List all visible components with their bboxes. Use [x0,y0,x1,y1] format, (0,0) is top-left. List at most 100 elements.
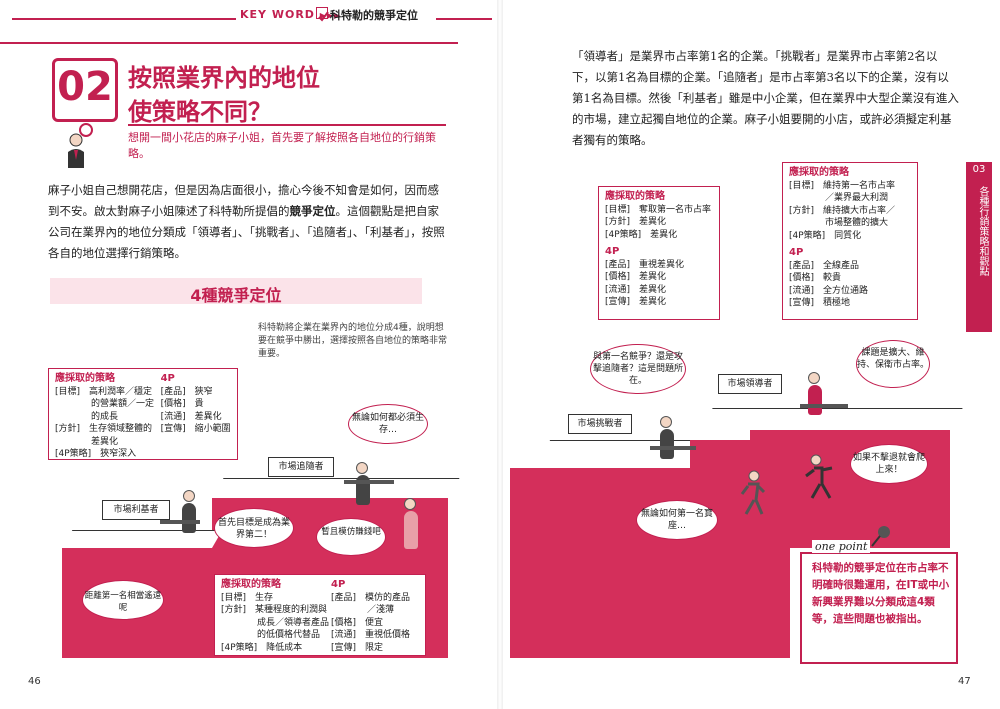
page-title-line1: 按照業界內的地位 [128,64,320,92]
challenger-4p-0: [產品] 重視差異化 [605,259,685,270]
section-number-box [52,58,118,122]
nicher-bubble-1: 首先目標是成為業界第二！ [214,508,294,548]
page-number-left: 46 [28,676,41,687]
stair-follower-top [212,478,460,498]
leader-person-icon [808,372,822,415]
title-top-rule [0,42,458,44]
chapter-tab-number: 03 [972,164,986,175]
stair-leader-top [700,408,963,430]
follower-4p-2: [價格] 便宜 [331,617,384,628]
leader-row-4: [4P策略] 同質化 [789,230,862,241]
leader-bubble-1: 課題是擴大、維持、保衛市占率。 [856,340,930,388]
stair-nicher-top [62,530,223,548]
nicher-sign: 市場利基者 [102,500,170,520]
follower-4p-4: [宣傳] 限定 [331,642,384,653]
one-point-text: 科特勒的競爭定位在市占率不明確時很難運用，在IT或中小新興業界難以分類成這4類等… [812,562,950,625]
section-banner [50,278,422,304]
keyword-arrows: ▶▶▶ [319,11,342,20]
runner-icon [740,470,766,520]
nicher-row-3: [方針] 生存領域整體的 [55,424,153,434]
follower-row-3: 的低價格代替品 [221,630,321,640]
pushpin-icon [868,522,896,554]
challenger-4p-3: [宣傳] 差異化 [605,297,667,307]
follower-row-0: [目標] 生存 [221,592,274,603]
leader-4p-3: [宣傳] 積極地 [789,298,851,308]
nicher-row-0: [目標] 高利潤率／穩定 [55,386,153,397]
challenger-4p-heading: 4P [605,246,620,257]
challenger-bubble-2: 無論如何第一名寶座… [636,500,718,540]
leader-4p-0: [產品] 全線產品 [789,260,860,271]
nicher-desk [160,520,200,524]
challenger-row-2: [4P策略] 差異化 [605,229,678,240]
diagram-note: 科特勒將企業在業界內的地位分成4種，說明想要在競爭中勝出，選擇按照各自地位的策略… [258,323,448,359]
nicher-4p-2: [流通] 差異化 [160,411,222,422]
nicher-row-4: 差異化 [55,436,119,447]
lead-text: 想開一間小花店的麻子小姐，首先要了解按照各自地位的行銷策略。 [128,131,436,160]
chapter-tab-text: 各種行銷策略和觀點 [977,186,988,276]
header-bg [236,4,436,22]
follower-row-2: 成長／領導者產品 [221,617,330,628]
lightbulb-person-icon [60,119,100,172]
nicher-strategy-box: 應採取的策略 [目標] 高利潤率／穩定 的營業額／一定 的成長 [方針] 生存領… [48,368,238,460]
challenger-4p-1: [價格] 差異化 [605,272,667,282]
nicher-bubble-2: 距離第一名相當遙遠呢 [82,580,164,620]
leader-runner-icon [804,454,834,504]
page-title-line2: 使策略不同？ [128,98,272,126]
stair-leader-riser [750,430,790,658]
keyword-title: 科特勒的競爭定位 [330,9,418,22]
follower-4p-3: [流通] 重視低價格 [331,630,411,640]
leader-strategy-box: 應採取的策略 [目標] 維持第一名市占率 ／業界最大利潤 [方針] 維持擴大市占… [782,162,918,320]
intro-paragraph: 麻子小姐自己想開花店，但是因為店面很小，擔心今後不知會是如何，因而感到不安。啟太… [48,180,448,264]
nicher-row-5: [4P策略] 狹窄深入 [55,449,137,459]
leader-heading: 應採取的策略 [789,167,849,178]
leader-4p-1: [價格] 較貴 [789,273,842,283]
challenger-4p-2: [流通] 差異化 [605,284,667,295]
keyword-label: KEY WORD ▶▶▶ [240,8,341,21]
keyword-text: KEY WORD [240,8,315,21]
gutter [497,0,503,709]
nicher-row-2: 的成長 [55,411,119,422]
section-number: 02 [57,64,113,110]
leader-4p-2: [流通] 全方位通路 [789,285,869,296]
challenger-person-icon [660,416,674,459]
follower-4p-0: [產品] 模仿的產品 [331,592,411,603]
intro-part1: 麻子小姐自己想開花店，但是因為店面很小，擔心今後不知會是如何，因而感到不安。啟太… [48,183,439,218]
follower-4p-1: ／淺薄 [331,605,395,615]
leader-bubble-2: 如果不擊退就會爬上來！ [850,444,928,484]
follower-sign: 市場追隨者 [268,457,334,477]
challenger-strategy-box: 應採取的策略 [目標] 奪取第一名市占率 [方針] 差異化 [4P策略] 差異化… [598,186,720,320]
leader-row-2: [方針] 維持擴大市占率／ [789,205,896,216]
nicher-row-1: 的營業額／一定 [55,399,155,409]
follower-row-1: [方針] 某種程度的利潤與 [221,605,328,615]
one-point-box [800,552,958,664]
leader-row-1: ／業界最大利潤 [789,193,889,203]
challenger-bubble-1: 與第一名競爭？還是攻擊追隨者？這是問題所在。 [590,344,686,394]
nicher-person-icon [182,490,196,533]
challenger-row-1: [方針] 差異化 [605,217,667,227]
stair-challenger-base [510,468,690,658]
follower-row-4: [4P策略] 降低成本 [221,642,303,653]
intro-part2: 。這個觀點是把自家公司在業界內的地位分類成「領導者」、「挑戰者」、「追隨者」、「… [48,204,445,260]
leader-desk [800,404,848,408]
nicher-4p-3: [宣傳] 縮小範圍 [160,424,231,434]
challenger-row-0: [目標] 奪取第一名市占率 [605,204,712,215]
section-title: 4種競爭定位 [190,286,282,305]
leader-row-3: 市場整體的擴大 [789,218,889,228]
stair-challenger-riser [690,440,750,658]
one-point-label: one point [812,540,871,553]
follower-desk [344,480,394,484]
follower-bubble-2: 暫且模仿賺錢吧 [316,518,386,556]
challenger-sign: 市場挑戰者 [568,414,632,434]
challenger-heading: 應採取的策略 [605,191,665,202]
leader-sign: 市場領導者 [718,374,782,394]
intro-bold: 競爭定位 [289,204,336,218]
follower-woman-icon [404,498,418,549]
follower-4p-heading: 4P [331,579,346,590]
right-paragraph: 「領導者」是業界市占率第1名的企業。「挑戰者」是業界市占率第2名以下，以第1名為… [572,49,959,147]
follower-strategy-box: 應採取的策略 [目標] 生存 [方針] 某種程度的利潤與 成長／領導者產品 的低… [214,574,426,656]
nicher-heading: 應採取的策略 [55,373,115,384]
chapter-tab [966,162,992,332]
follower-bubble-1: 無論如何都必須生存… [348,404,428,444]
leader-4p-heading: 4P [789,247,804,258]
challenger-desk [650,446,696,450]
